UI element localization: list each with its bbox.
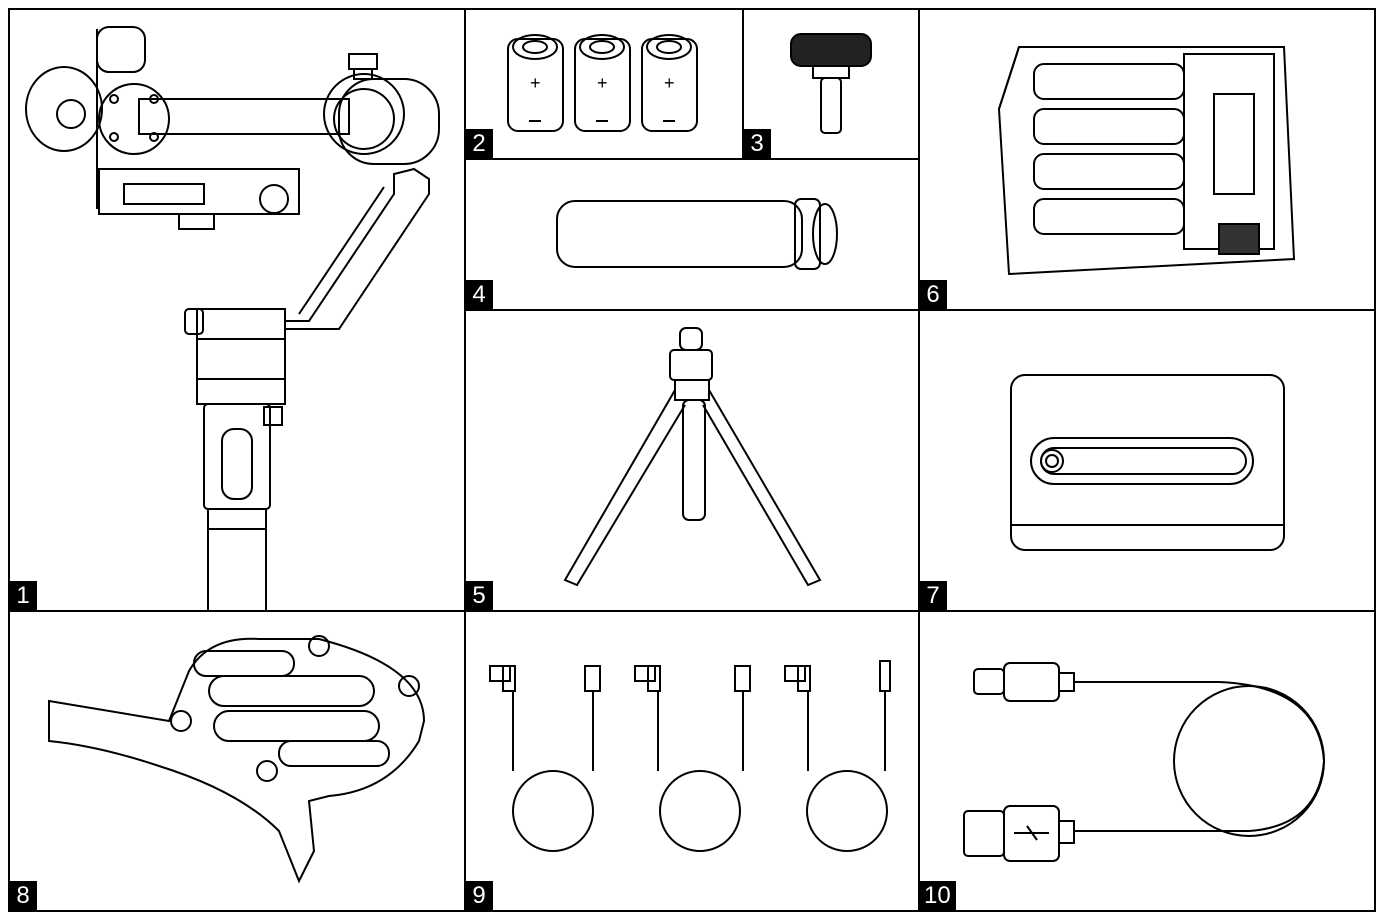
usb-cable-icon (963, 662, 1326, 862)
item-9-number: 9 (465, 881, 493, 911)
item-4-cell: 4 (465, 159, 919, 310)
item-7-cell: 7 (919, 310, 1375, 611)
item-2-cell: + + + 2 (465, 9, 743, 159)
item-6-number: 6 (919, 280, 947, 310)
item-6-cell: 6 (919, 9, 1375, 310)
control-cables-icon (489, 660, 891, 852)
item-2-number: 2 (465, 129, 493, 159)
item-9-cell: 9 (465, 611, 919, 911)
support-stand-icon (48, 635, 426, 884)
item-4-number: 4 (465, 280, 493, 310)
batteries-icon: + + + (507, 34, 698, 132)
item-5-cell: 5 (465, 310, 919, 611)
item-10-number: 10 (919, 881, 956, 911)
extension-rod-icon (556, 198, 838, 270)
item-8-cell: 8 (9, 611, 465, 911)
quick-release-plate-icon (1010, 374, 1285, 551)
svg-text:+: + (530, 73, 541, 93)
mini-tripod-icon (563, 327, 822, 587)
item-7-number: 7 (919, 581, 947, 611)
item-3-cell: 3 (743, 9, 919, 159)
item-1-number: 1 (9, 581, 37, 611)
svg-text:+: + (664, 73, 675, 93)
item-1-cell: 1 (9, 9, 465, 611)
item-5-number: 5 (465, 581, 493, 611)
gimbal-stabilizer-icon (25, 26, 440, 611)
item-3-number: 3 (743, 129, 771, 159)
battery-charger-icon (997, 46, 1296, 276)
svg-text:+: + (597, 73, 608, 93)
item-8-number: 8 (9, 881, 37, 911)
item-10-cell: 10 (919, 611, 1375, 911)
